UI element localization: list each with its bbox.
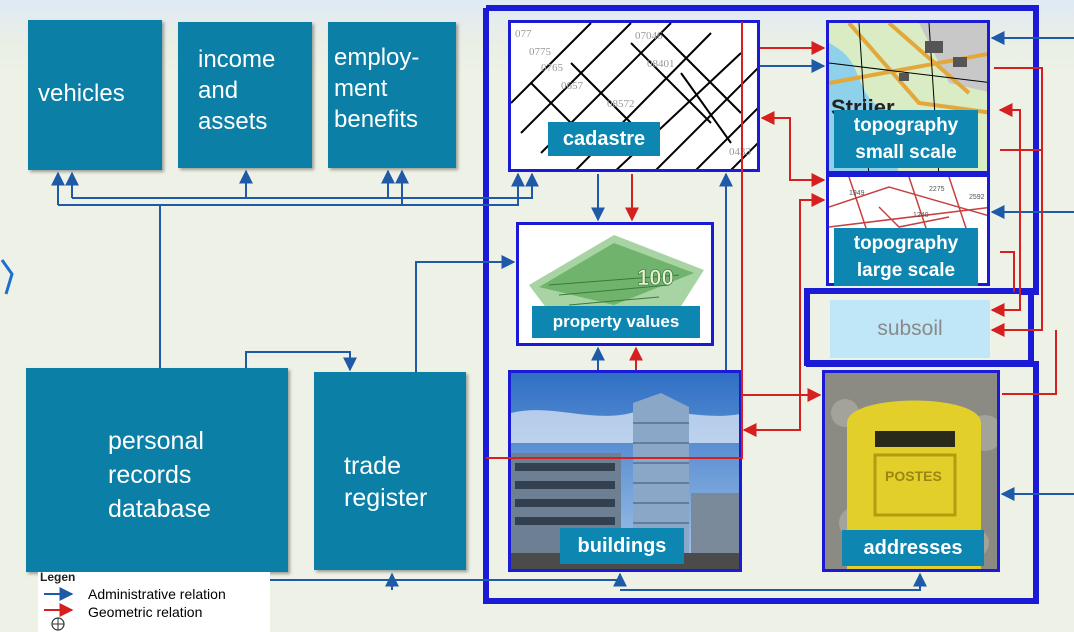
property-values-label: property values: [532, 306, 700, 338]
svg-text:0433: 0433: [729, 146, 752, 158]
legend: Legen Administrative relation Geometric …: [38, 570, 270, 632]
svg-text:1949: 1949: [849, 190, 865, 197]
employment-benefits-box: employ- ment benefits: [328, 22, 456, 168]
subsoil-box: subsoil: [830, 300, 990, 358]
svg-text:0657: 0657: [561, 80, 584, 92]
svg-text:07046: 07046: [635, 30, 663, 42]
svg-text:08401: 08401: [647, 58, 675, 70]
addresses-label: addresses: [842, 530, 984, 566]
vehicles-label: vehicles: [38, 80, 125, 107]
svg-text:077: 077: [515, 28, 532, 40]
trade-register-box: trade register: [314, 372, 466, 570]
svg-text:100: 100: [637, 265, 674, 290]
svg-text:08572: 08572: [607, 98, 635, 110]
svg-text:0775: 0775: [529, 46, 552, 58]
topography-small-label: topography small scale: [834, 110, 978, 168]
legend-administrative: Administrative relation: [88, 586, 226, 602]
personal-records-box: personal records database: [26, 368, 288, 572]
income-assets-box: income and assets: [178, 22, 312, 168]
buildings-label: buildings: [560, 528, 684, 564]
svg-text:0765: 0765: [541, 62, 564, 74]
globe-icon: [51, 617, 65, 631]
cadastre-label: cadastre: [548, 122, 660, 156]
svg-text:POSTES: POSTES: [885, 468, 942, 484]
slide-decoration: [0, 259, 14, 295]
svg-text:2275: 2275: [929, 186, 945, 193]
vehicles-box: vehicles: [28, 20, 162, 170]
svg-text:1240: 1240: [913, 212, 929, 219]
personal-records-label: personal records database: [108, 427, 211, 523]
legend-symbols: [44, 587, 74, 631]
trade-register-label: trade register: [344, 452, 428, 512]
legend-geometric: Geometric relation: [88, 604, 203, 620]
income-assets-label: income and assets: [198, 46, 276, 135]
svg-text:2592: 2592: [969, 194, 985, 201]
topography-large-label: topography large scale: [834, 228, 978, 286]
employment-benefits-label: employ- ment benefits: [334, 44, 420, 133]
subsoil-label: subsoil: [877, 317, 943, 340]
